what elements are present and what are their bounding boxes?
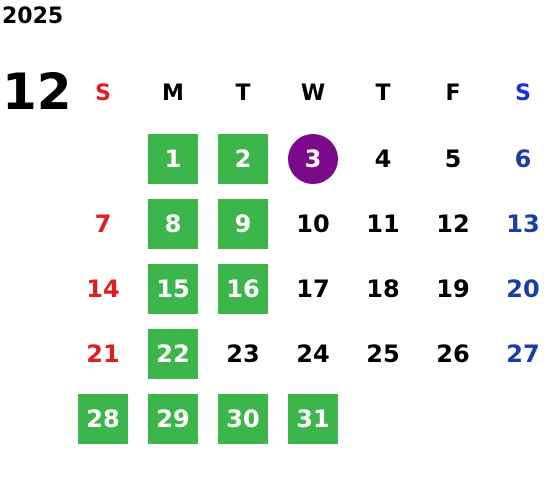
day-number: 12 [436, 209, 470, 238]
empty-day-cell [68, 126, 138, 191]
day-number: 4 [374, 144, 392, 173]
weekday-header-fri: F [445, 81, 461, 106]
day-number: 30 [218, 393, 268, 444]
day-cell[interactable]: 25 [348, 321, 418, 386]
day-cell[interactable]: 21 [68, 321, 138, 386]
day-number: 15 [148, 263, 198, 314]
empty-day-cell [488, 386, 548, 451]
day-number: 11 [366, 209, 400, 238]
day-cell[interactable]: 30 [208, 386, 278, 451]
day-cell[interactable]: 5 [418, 126, 488, 191]
day-cell[interactable]: 7 [68, 191, 138, 256]
day-cell[interactable]: 3 [278, 126, 348, 191]
weekday-header-sun: S [95, 81, 111, 106]
day-number: 24 [296, 339, 330, 368]
day-number: 17 [296, 274, 330, 303]
day-number: 25 [366, 339, 400, 368]
year-label: 2025 [2, 4, 64, 29]
day-cell[interactable]: 11 [348, 191, 418, 256]
day-cell[interactable]: 31 [278, 386, 348, 451]
empty-day-cell [418, 386, 488, 451]
day-cell[interactable]: 26 [418, 321, 488, 386]
day-cell[interactable]: 20 [488, 256, 548, 321]
day-number: 10 [296, 209, 330, 238]
day-cell[interactable]: 23 [208, 321, 278, 386]
day-number: 28 [78, 393, 128, 444]
day-number: 18 [366, 274, 400, 303]
day-number: 2 [218, 133, 268, 184]
day-cell[interactable]: 19 [418, 256, 488, 321]
day-number: 5 [444, 144, 462, 173]
day-cell[interactable]: 18 [348, 256, 418, 321]
day-cell[interactable]: 29 [138, 386, 208, 451]
day-number: 26 [436, 339, 470, 368]
day-cell[interactable]: 13 [488, 191, 548, 256]
day-number: 31 [288, 393, 338, 444]
day-number [428, 394, 478, 444]
day-cell[interactable]: 22 [138, 321, 208, 386]
day-cell[interactable]: 27 [488, 321, 548, 386]
day-cell[interactable]: 9 [208, 191, 278, 256]
day-number: 9 [218, 198, 268, 249]
day-cell[interactable]: 24 [278, 321, 348, 386]
weekday-header-sat: S [515, 81, 531, 106]
day-number: 8 [148, 198, 198, 249]
day-number: 22 [148, 328, 198, 379]
day-number: 16 [218, 263, 268, 314]
day-cell[interactable]: 2 [208, 126, 278, 191]
day-number: 23 [226, 339, 260, 368]
day-number: 13 [506, 209, 540, 238]
day-number: 19 [436, 274, 470, 303]
day-cell[interactable]: 12 [418, 191, 488, 256]
day-number [78, 134, 128, 184]
day-number: 21 [86, 339, 120, 368]
day-number: 29 [148, 393, 198, 444]
day-number: 6 [514, 144, 532, 173]
weekday-header-wed: W [300, 81, 326, 106]
day-cell[interactable]: 17 [278, 256, 348, 321]
day-cell[interactable]: 28 [68, 386, 138, 451]
weekday-header-mon: M [162, 81, 184, 106]
day-cell[interactable]: 6 [488, 126, 548, 191]
day-number: 1 [148, 133, 198, 184]
weekday-header-thu: T [375, 81, 391, 106]
day-cell[interactable]: 4 [348, 126, 418, 191]
month-label: 12 [2, 63, 72, 121]
day-number: 20 [506, 274, 540, 303]
day-cell[interactable]: 14 [68, 256, 138, 321]
day-cell[interactable]: 16 [208, 256, 278, 321]
empty-day-cell [348, 386, 418, 451]
day-cell[interactable]: 8 [138, 191, 208, 256]
day-number: 14 [86, 274, 120, 303]
weekday-header-tue: T [235, 81, 251, 106]
day-number [358, 394, 408, 444]
day-cell[interactable]: 10 [278, 191, 348, 256]
day-cell[interactable]: 15 [138, 256, 208, 321]
day-cell[interactable]: 1 [138, 126, 208, 191]
day-number [498, 394, 548, 444]
today-day-number: 3 [288, 133, 338, 184]
day-number: 7 [94, 209, 112, 238]
day-number: 27 [506, 339, 540, 368]
